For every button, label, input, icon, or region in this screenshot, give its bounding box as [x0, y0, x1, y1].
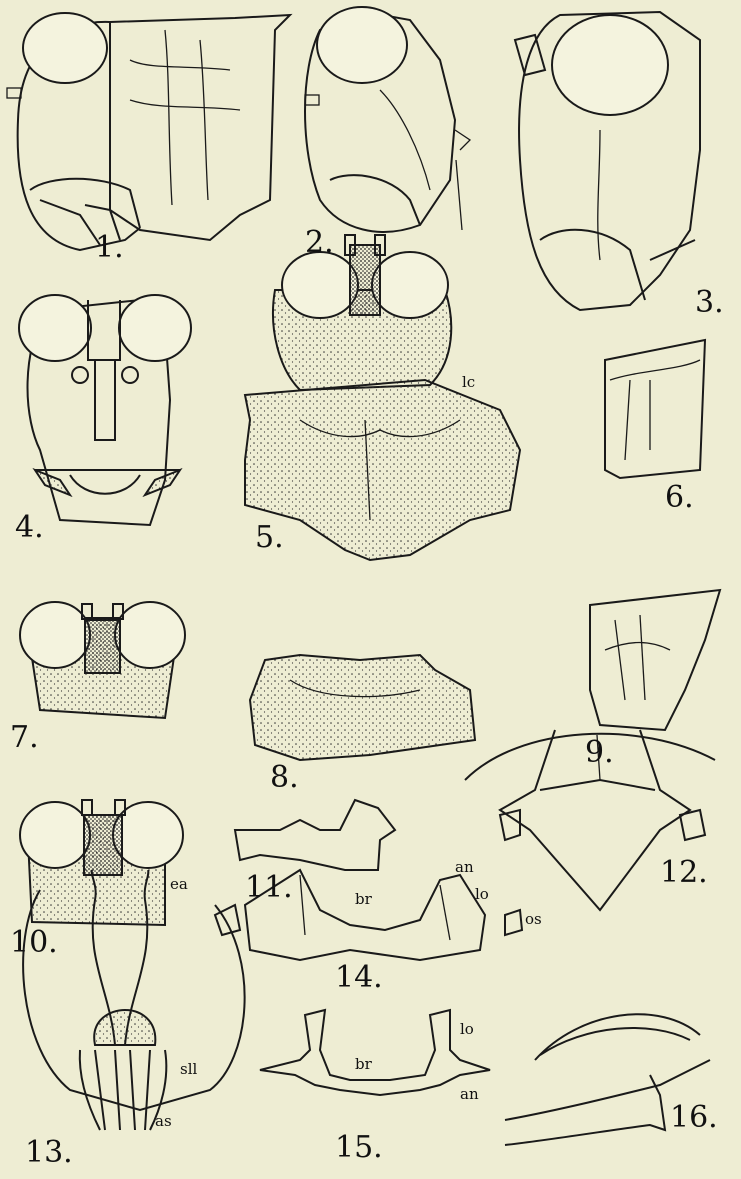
figure-number-4: 4. [15, 510, 44, 545]
label-os: os [525, 910, 542, 928]
label-br-15: br [355, 1055, 372, 1073]
figure-1-drawing [7, 13, 290, 250]
label-br-14: br [355, 890, 372, 908]
figure-4-drawing [19, 295, 191, 525]
label-lo-15: lo [460, 1020, 474, 1038]
figure-8-drawing [250, 655, 475, 760]
figure-11-drawing [235, 800, 395, 870]
figure-number-1: 1. [95, 230, 124, 265]
label-lo-14: lo [475, 885, 489, 903]
label-lc: lc [462, 373, 475, 391]
figure-number-14: 14. [335, 960, 383, 995]
figure-number-11: 11. [245, 870, 293, 905]
label-ea: ea [170, 875, 188, 893]
figure-number-2: 2. [305, 225, 334, 260]
figure-number-10: 10. [10, 925, 58, 960]
figure-number-8: 8. [270, 760, 299, 795]
figure-6-drawing [605, 340, 705, 478]
label-an-14: an [455, 858, 474, 876]
figure-9-drawing [590, 590, 720, 730]
figure-10-drawing [20, 800, 183, 925]
label-as: as [155, 1112, 172, 1130]
figure-number-7: 7. [10, 720, 39, 755]
figure-number-9: 9. [585, 735, 614, 770]
figure-2-drawing [305, 7, 470, 232]
figure-number-15: 15. [335, 1130, 383, 1165]
figure-15-drawing [260, 1010, 490, 1095]
figure-number-6: 6. [665, 480, 694, 515]
figure-number-12: 12. [660, 855, 708, 890]
figure-3-drawing [515, 12, 700, 310]
figure-number-5: 5. [255, 520, 284, 555]
figure-7-drawing [20, 602, 185, 718]
figure-number-3: 3. [695, 285, 724, 320]
label-sll: sll [180, 1060, 197, 1078]
figure-number-16: 16. [670, 1100, 718, 1135]
figure-number-13: 13. [25, 1135, 73, 1170]
figure-5-drawing [245, 235, 520, 560]
label-an-15: an [460, 1085, 479, 1103]
